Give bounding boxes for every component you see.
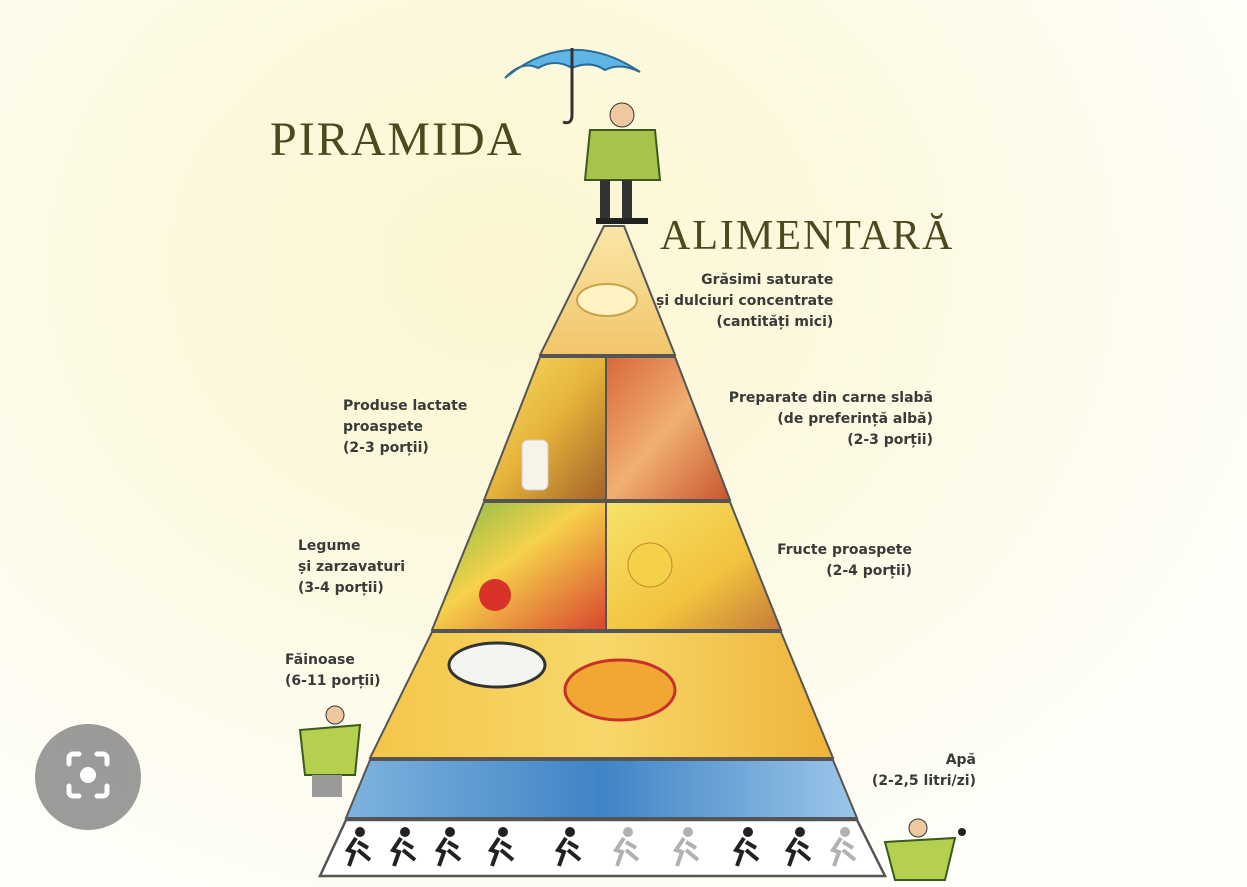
- label-starches: Făinoase (6-11 porții): [285, 652, 381, 689]
- runner-icon: [784, 827, 812, 867]
- level-meat: [605, 356, 732, 501]
- runner-icon: [434, 827, 462, 867]
- runner-icon: [829, 827, 857, 867]
- title-line1: PIRAMIDA: [270, 113, 524, 166]
- label-meat: Preparate din carne slabă (de preferință…: [728, 390, 933, 448]
- label-dairy: Produse lactate proaspete (2-3 porții): [343, 398, 468, 456]
- level-vegetables: [430, 501, 607, 631]
- flour-bowl-icon: [447, 641, 547, 689]
- runner-icon: [344, 827, 372, 867]
- label-vegetables: Legume și zarzavaturi (3-4 porții): [298, 538, 406, 596]
- lens-search-button[interactable]: [35, 724, 141, 830]
- runner-icons: [344, 827, 857, 867]
- runner-icon: [732, 827, 760, 867]
- runner-icon: [487, 827, 515, 867]
- clown-right-icon: [883, 818, 966, 881]
- milk-bottle-icon: [521, 439, 549, 491]
- runner-icon: [554, 827, 582, 867]
- level-fruits: [605, 501, 783, 631]
- clown-left-icon: [298, 705, 362, 797]
- umbrella-icon: [504, 48, 641, 125]
- lens-search-icon: [66, 751, 110, 799]
- runner-icon: [672, 827, 700, 867]
- label-fruits: Fructe proaspete (2-4 porții): [777, 542, 912, 579]
- tomato-icon: [479, 579, 511, 611]
- clown-figure-icon: [583, 102, 662, 224]
- runner-icon: [612, 827, 640, 867]
- fruit-icon: [627, 542, 673, 588]
- cheese-icon: [576, 283, 638, 317]
- level-water: [344, 759, 859, 819]
- label-fats: Grăsimi saturate și dulciuri concentrate…: [656, 272, 834, 330]
- runner-icon: [389, 827, 417, 867]
- label-water: Apă (2-2,5 litri/zi): [871, 752, 976, 789]
- title-line2: ALIMENTARĂ: [660, 213, 955, 259]
- bread-icon: [563, 658, 677, 722]
